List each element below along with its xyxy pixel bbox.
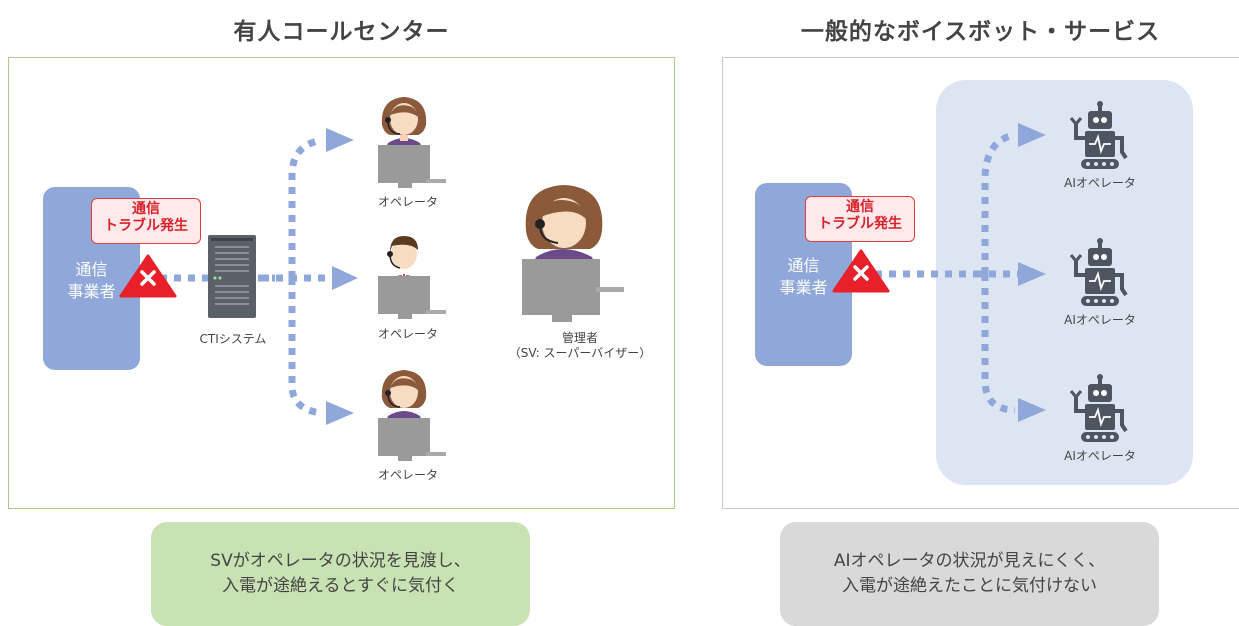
right-arrowhead-bottom [1018, 398, 1046, 422]
operator-2-icon [378, 236, 446, 319]
left-panel-title: 有人コールセンター [233, 19, 450, 45]
right-trouble-callout: 通信 トラブル発生 [805, 196, 915, 242]
supervisor-label: 管理者 （SV: スーパーバイザー） [508, 331, 652, 360]
cti-server-icon [208, 235, 256, 318]
left-caption: SVがオペレータの状況を見渡し、 入電が途絶えるとすぐに気付く [151, 522, 530, 626]
ai-operator-1-label: AIオペレータ [1064, 176, 1136, 190]
operator-1-icon [378, 97, 446, 188]
left-arrowhead-top [326, 128, 354, 152]
ai-operator-3-label: AIオペレータ [1064, 449, 1136, 463]
right-arrowhead-top [1018, 123, 1046, 147]
operator-1-label: オペレータ [377, 195, 438, 209]
right-caption: AIオペレータの状況が見えにくく、 入電が途絶えたことに気付けない [780, 522, 1159, 626]
left-panel-frame [8, 57, 675, 509]
supervisor-icon [522, 185, 624, 322]
left-trouble-callout: 通信 トラブル発生 [91, 198, 201, 244]
ai-operator-area [936, 80, 1193, 485]
cti-system-label: CTIシステム [199, 332, 267, 346]
right-panel-title: 一般的なボイスボット・サービス [800, 19, 1161, 45]
right-arrowhead-mid [1018, 262, 1046, 286]
left-carrier-label: 通信 事業者 [67, 260, 116, 301]
ai-operator-2-label: AIオペレータ [1064, 313, 1136, 327]
left-arrowhead-mid [332, 266, 358, 290]
left-arrowhead-bottom [326, 401, 354, 425]
right-arrow-paths [875, 131, 1020, 414]
right-panel-frame [722, 57, 1239, 509]
operator-2-label: オペレータ [377, 327, 438, 341]
operator-3-icon [378, 370, 446, 461]
right-carrier-label: 通信 事業者 [779, 256, 828, 297]
ai-robot-1-icon [1069, 101, 1128, 169]
ai-robot-2-icon [1069, 238, 1128, 306]
operator-3-label: オペレータ [377, 468, 438, 482]
right-alert-icon [832, 249, 890, 293]
ai-robot-3-icon [1069, 374, 1128, 442]
left-alert-icon [119, 254, 177, 298]
